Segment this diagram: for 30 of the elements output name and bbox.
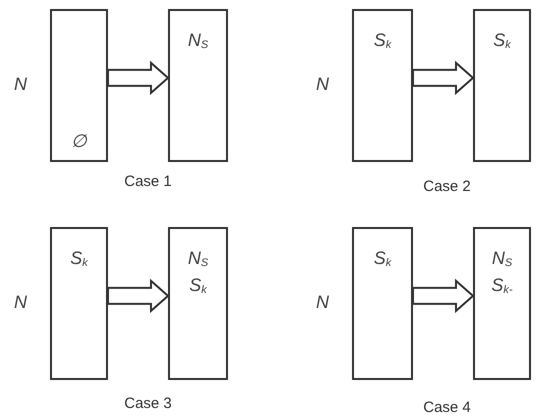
symbol-label: S$_{k}$	[374, 247, 392, 271]
block-arrow	[412, 60, 475, 96]
symbol-label: S$_{k}$	[189, 274, 207, 298]
rectangle-box	[473, 227, 531, 380]
symbol-label: S$_{k}$	[70, 247, 88, 271]
symbol-label: S$_{k}$	[374, 29, 392, 53]
case-caption: Case 4	[423, 399, 471, 416]
rectangle-box	[50, 9, 108, 162]
block-arrow	[107, 60, 170, 96]
rectangle-box	[352, 227, 413, 380]
block-arrow	[412, 278, 475, 314]
symbol-label: N$_{S}$	[188, 29, 208, 53]
symbol-label: S$_{k}$	[493, 29, 511, 53]
case-caption: Case 2	[423, 178, 471, 195]
side-label: N	[14, 74, 27, 94]
symbol-label: N$_{S}$	[188, 247, 208, 271]
symbol-label: S$_{k-}$	[491, 274, 513, 298]
rectangle-box	[168, 227, 228, 380]
case-caption: Case 3	[124, 395, 172, 412]
case-caption: Case 1	[124, 173, 172, 190]
side-label: N	[316, 74, 329, 94]
side-label: N	[316, 292, 329, 312]
side-label: N	[14, 292, 27, 312]
symbol-label: N$_{S}$	[492, 247, 512, 271]
rectangle-box	[50, 227, 108, 380]
symbol-label: ∅	[71, 130, 87, 152]
rectangle-box	[473, 9, 531, 162]
block-arrow	[107, 278, 170, 314]
rectangle-box	[352, 9, 413, 162]
rectangle-box	[168, 9, 228, 162]
